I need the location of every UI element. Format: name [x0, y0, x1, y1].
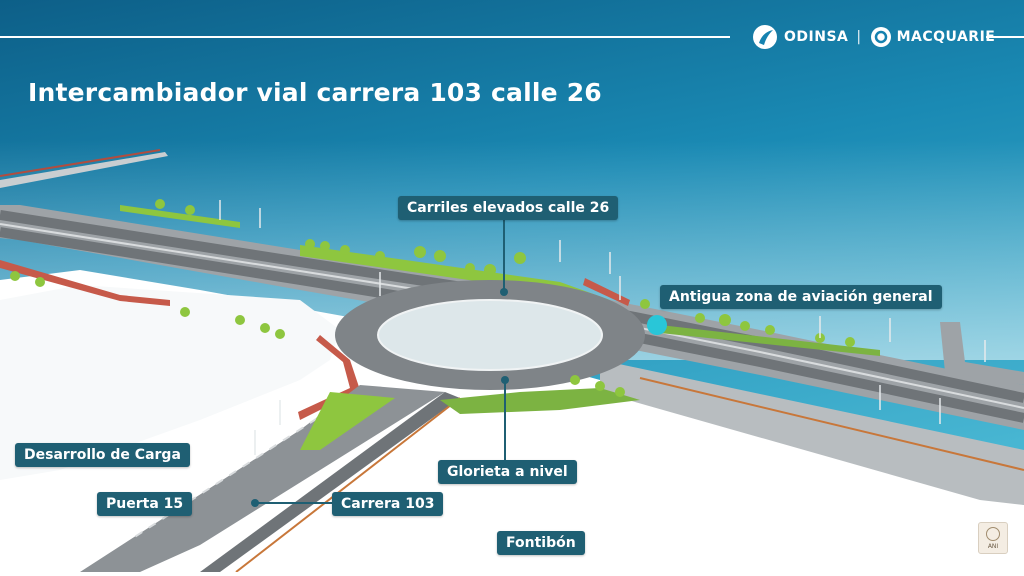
label-glorieta: Glorieta a nivel — [438, 460, 577, 484]
ani-badge-text: ANI — [987, 543, 999, 550]
service-road-edge — [639, 377, 1024, 471]
brand-odinsa: ODINSA — [784, 29, 849, 45]
median-roundabout — [298, 335, 360, 420]
roundabout-island — [378, 300, 602, 370]
median-right — [583, 278, 630, 306]
green-strip-right — [660, 325, 880, 356]
page-title: Intercambiador vial carrera 103 calle 26 — [28, 78, 602, 107]
label-desarrollo-carga: Desarrollo de Carga — [15, 443, 190, 467]
brand-macquarie: MACQUARIE — [896, 29, 996, 45]
trees — [10, 199, 855, 397]
label-carriles-elevados: Carriles elevados calle 26 — [398, 196, 619, 220]
label-aviacion-general: Antigua zona de aviación general — [660, 285, 942, 309]
top-rule-left — [0, 36, 730, 38]
light-poles — [219, 200, 986, 455]
carrera-103-road — [80, 385, 445, 572]
far-road-edge — [0, 149, 161, 177]
ramp-right — [940, 322, 1024, 385]
leader-lines — [255, 220, 506, 504]
carrera-103-edge — [235, 397, 461, 573]
label-carrera-103: Carrera 103 — [332, 492, 444, 516]
roundabout-island-edge — [377, 299, 603, 371]
green-median-carrera — [300, 392, 395, 450]
far-road — [0, 152, 168, 188]
ani-badge: ANI — [978, 522, 1008, 554]
ani-seal-icon — [986, 527, 1000, 541]
dot-carriles — [500, 288, 508, 296]
brand-logos: ODINSA | MACQUARIE — [752, 22, 995, 52]
green-strip-far — [120, 205, 240, 228]
ground-left — [0, 285, 340, 480]
carrera-103-lane — [200, 392, 460, 572]
carrera-103-lane-mark — [129, 409, 331, 541]
dot-carrera — [251, 499, 259, 507]
marker-aviacion — [647, 315, 667, 335]
dot-glorieta — [501, 376, 509, 384]
green-roundabout — [440, 388, 640, 414]
top-rule-right — [986, 36, 1024, 38]
label-fontibon: Fontibón — [497, 531, 585, 555]
label-puerta-15: Puerta 15 — [97, 492, 193, 516]
service-road — [600, 360, 1024, 505]
macquarie-logo-icon — [870, 27, 891, 47]
median-left — [0, 260, 170, 306]
brand-separator: | — [856, 29, 862, 45]
odinsa-logo-icon — [753, 25, 777, 49]
